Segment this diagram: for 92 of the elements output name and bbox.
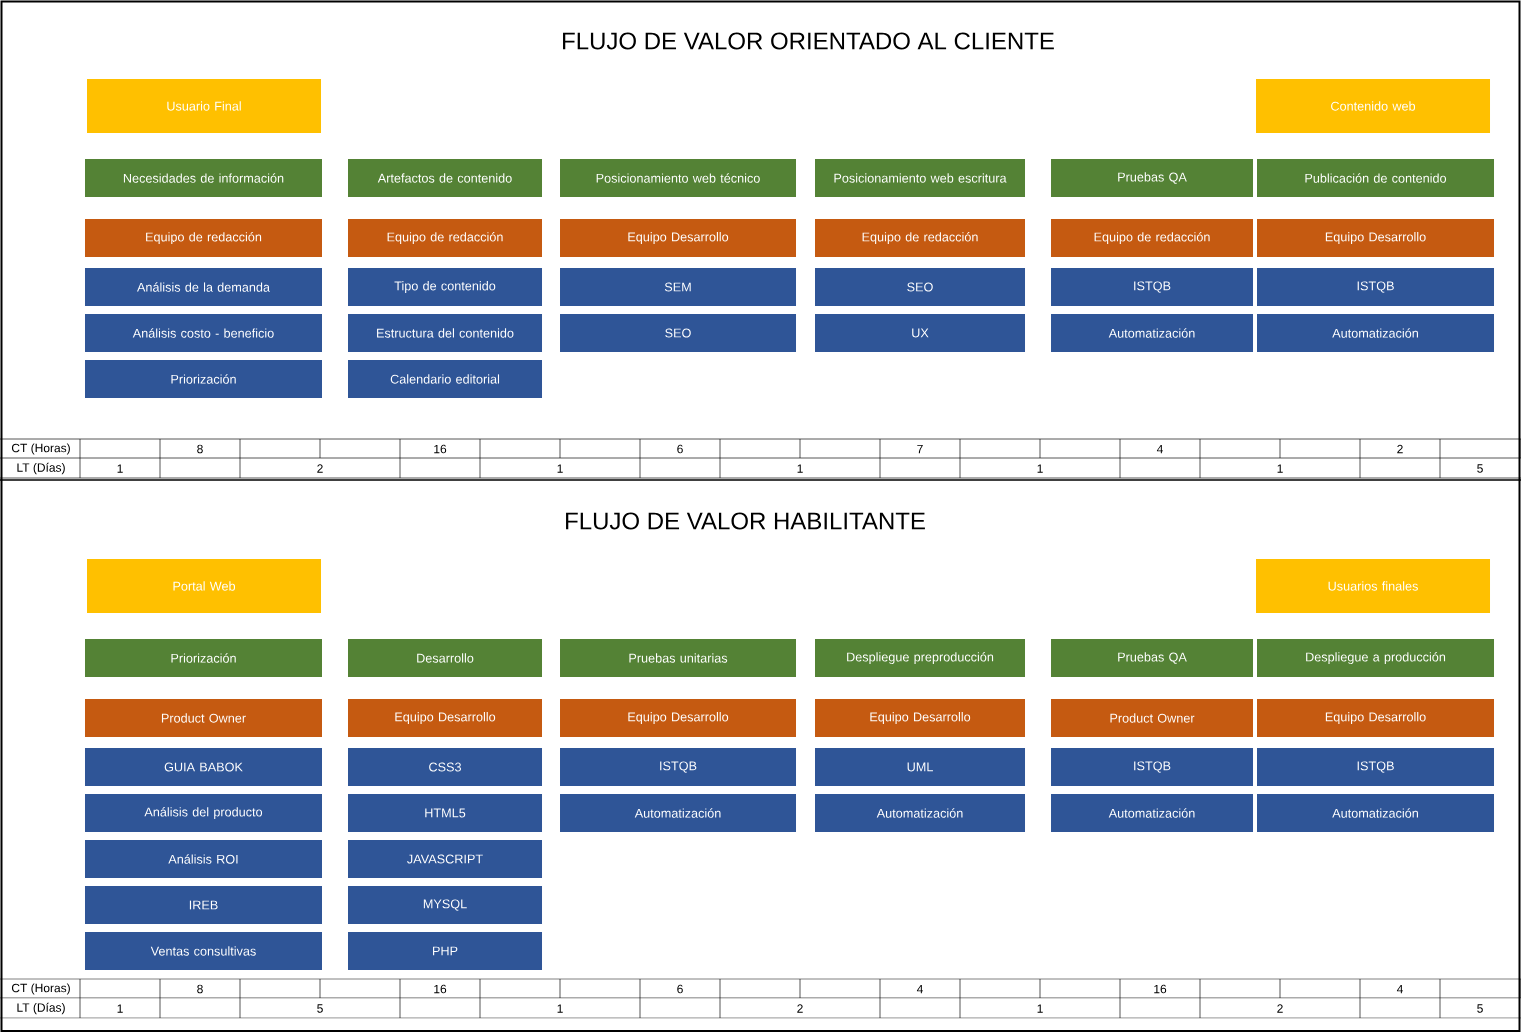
skill-box: ISTQB: [1051, 268, 1253, 306]
table-value: 8: [197, 444, 203, 454]
table-value: 4: [1396, 984, 1403, 994]
skill-box: SEO: [560, 314, 796, 352]
table-value: 2: [1277, 1004, 1283, 1013]
activity-box: Publicación de contenido: [1257, 159, 1494, 197]
skill-box: CSS3: [348, 748, 542, 786]
team-box: Equipo de redacción: [348, 219, 542, 257]
table-value: 5: [317, 1004, 323, 1013]
stakeholder-box: Usuarios finales: [1256, 559, 1490, 613]
row-header: CT (Horas): [11, 443, 70, 455]
section-title: FLUJO DE VALOR HABILITANTE: [566, 512, 925, 530]
team-box: Equipo de redacción: [815, 219, 1025, 257]
skill-box: SEM: [560, 268, 796, 306]
skill-box: ISTQB: [1051, 748, 1253, 786]
team-box: Equipo de redacción: [85, 219, 322, 257]
skill-box: Automatización: [1257, 794, 1494, 832]
table-value: 1: [1037, 464, 1043, 473]
row-header: CT (Horas): [11, 983, 70, 995]
activity-box: Priorización: [85, 639, 322, 677]
table-value: 1: [117, 464, 123, 473]
skill-box: ISTQB: [560, 748, 796, 786]
skill-box: Estructura del contenido: [348, 314, 542, 352]
table-value: 1: [1277, 464, 1283, 473]
skill-box: HTML5: [348, 794, 542, 832]
activity-box: Pruebas QA: [1051, 639, 1253, 677]
table-value: 5: [1477, 464, 1483, 473]
team-box: Equipo Desarrollo: [348, 699, 542, 737]
team-box: Equipo Desarrollo: [1257, 219, 1494, 257]
table-value: 16: [1154, 984, 1167, 994]
activity-box: Despliegue preproducción: [815, 639, 1025, 677]
skill-box: UX: [815, 314, 1025, 352]
activity-box: Necesidades de información: [85, 159, 322, 197]
skill-box: Automatización: [1051, 314, 1253, 352]
skill-box: Automatización: [815, 794, 1025, 832]
stakeholder-box: Portal Web: [87, 559, 321, 613]
stakeholder-box: Usuario Final: [87, 79, 321, 133]
table-value: 7: [917, 444, 923, 454]
skill-box: Análisis costo - beneficio: [85, 314, 322, 352]
skill-box: PHP: [348, 932, 542, 970]
skill-box: Análisis del producto: [85, 794, 322, 832]
skill-box: Automatización: [560, 794, 796, 832]
skill-box: Análisis de la demanda: [85, 268, 322, 306]
activity-box: Despliegue a producción: [1257, 639, 1494, 677]
table-value: 2: [1397, 444, 1403, 454]
skill-box: Calendario editorial: [348, 360, 542, 398]
team-box: Equipo Desarrollo: [560, 699, 796, 737]
activity-box: Posicionamiento web escritura: [815, 159, 1025, 197]
stakeholder-box: Contenido web: [1256, 79, 1490, 133]
team-box: Equipo Desarrollo: [1257, 699, 1494, 737]
table-value: 8: [197, 984, 203, 994]
team-box: Equipo Desarrollo: [815, 699, 1025, 737]
skill-box: GUIA BABOK: [85, 748, 322, 786]
skill-box: JAVASCRIPT: [348, 840, 542, 878]
team-box: Equipo Desarrollo: [560, 219, 796, 257]
table-value: 2: [317, 464, 323, 473]
table-value: 1: [117, 1004, 123, 1013]
team-box: Equipo de redacción: [1051, 219, 1253, 257]
activity-box: Artefactos de contenido: [348, 159, 542, 197]
table-value: 4: [1156, 444, 1163, 454]
skill-box: Automatización: [1257, 314, 1494, 352]
skill-box: IREB: [85, 886, 322, 924]
skill-box: MYSQL: [348, 886, 542, 924]
activity-box: Pruebas unitarias: [560, 639, 796, 677]
row-header: LT (Días): [17, 1002, 65, 1015]
activity-box: Desarrollo: [348, 639, 542, 677]
table-value: 1: [557, 1004, 563, 1013]
table-value: 1: [557, 464, 563, 473]
activity-box: Posicionamiento web técnico: [560, 159, 796, 197]
skill-box: Ventas consultivas: [85, 932, 322, 970]
skill-box: Tipo de contenido: [348, 268, 542, 306]
team-box: Product Owner: [85, 699, 322, 737]
skill-box: ISTQB: [1257, 268, 1494, 306]
activity-box: Pruebas QA: [1051, 159, 1253, 197]
skill-box: UML: [815, 748, 1025, 786]
skill-box: Priorización: [85, 360, 322, 398]
table-value: 1: [1037, 1004, 1043, 1013]
row-header: LT (Días): [17, 462, 65, 475]
table-value: 5: [1477, 1004, 1483, 1013]
table-value: 2: [797, 1004, 803, 1013]
table-value: 1: [797, 464, 803, 473]
table-value: 16: [434, 444, 447, 454]
team-box: Product Owner: [1051, 699, 1253, 737]
skill-box: Análisis ROI: [85, 840, 322, 878]
table-value: 16: [434, 984, 447, 994]
skill-box: ISTQB: [1257, 748, 1494, 786]
table-value: 6: [677, 444, 683, 454]
table-value: 6: [677, 984, 683, 994]
section-title: FLUJO DE VALOR ORIENTADO AL CLIENTE: [563, 32, 1054, 50]
skill-box: Automatización: [1051, 794, 1253, 832]
skill-box: SEO: [815, 268, 1025, 306]
table-value: 4: [916, 984, 923, 994]
